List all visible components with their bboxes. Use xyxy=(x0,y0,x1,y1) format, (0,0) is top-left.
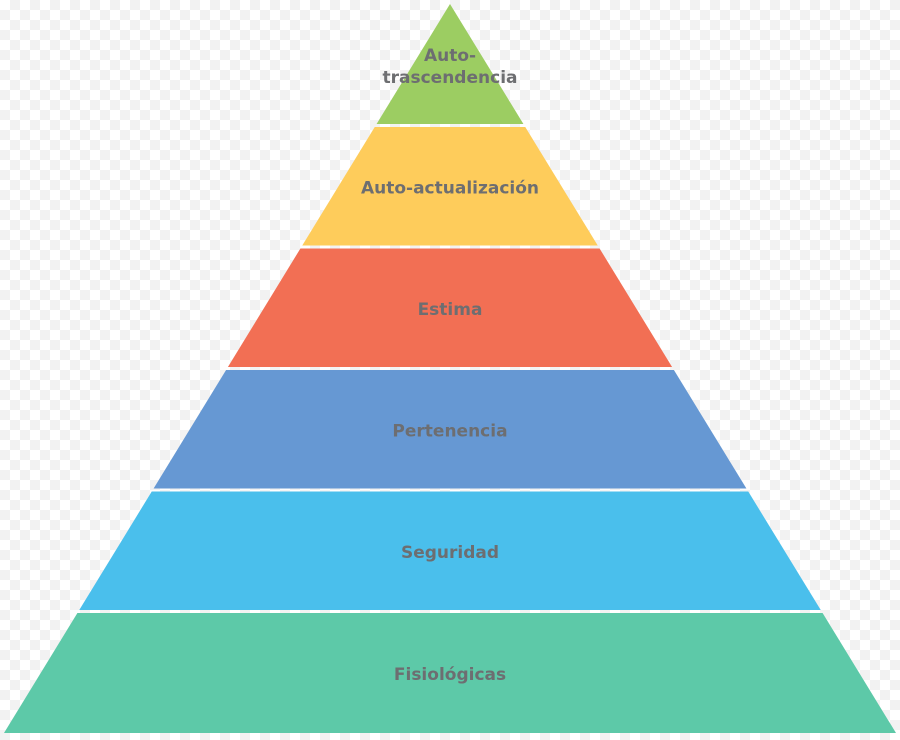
pyramid-level-1-label: Auto- xyxy=(424,46,476,66)
pyramid-level-6 xyxy=(4,613,896,733)
pyramid-level-5-label: Seguridad xyxy=(401,543,499,563)
pyramid-bands: Auto-trascendenciaAuto-actualizaciónEsti… xyxy=(4,4,896,733)
pyramid-level-5 xyxy=(79,491,821,610)
pyramid-level-4-label: Pertenencia xyxy=(392,421,507,441)
pyramid-level-4 xyxy=(153,370,747,489)
pyramid-level-6-label: Fisiológicas xyxy=(394,665,506,685)
pyramid-level-1-label: trascendencia xyxy=(383,68,518,88)
pyramid-level-3 xyxy=(227,248,673,367)
pyramid-level-1 xyxy=(376,4,524,124)
pyramid-level-2 xyxy=(302,127,598,246)
pyramid-level-2-label: Auto-actualización xyxy=(361,178,539,198)
pyramid-level-3-label: Estima xyxy=(418,300,483,320)
